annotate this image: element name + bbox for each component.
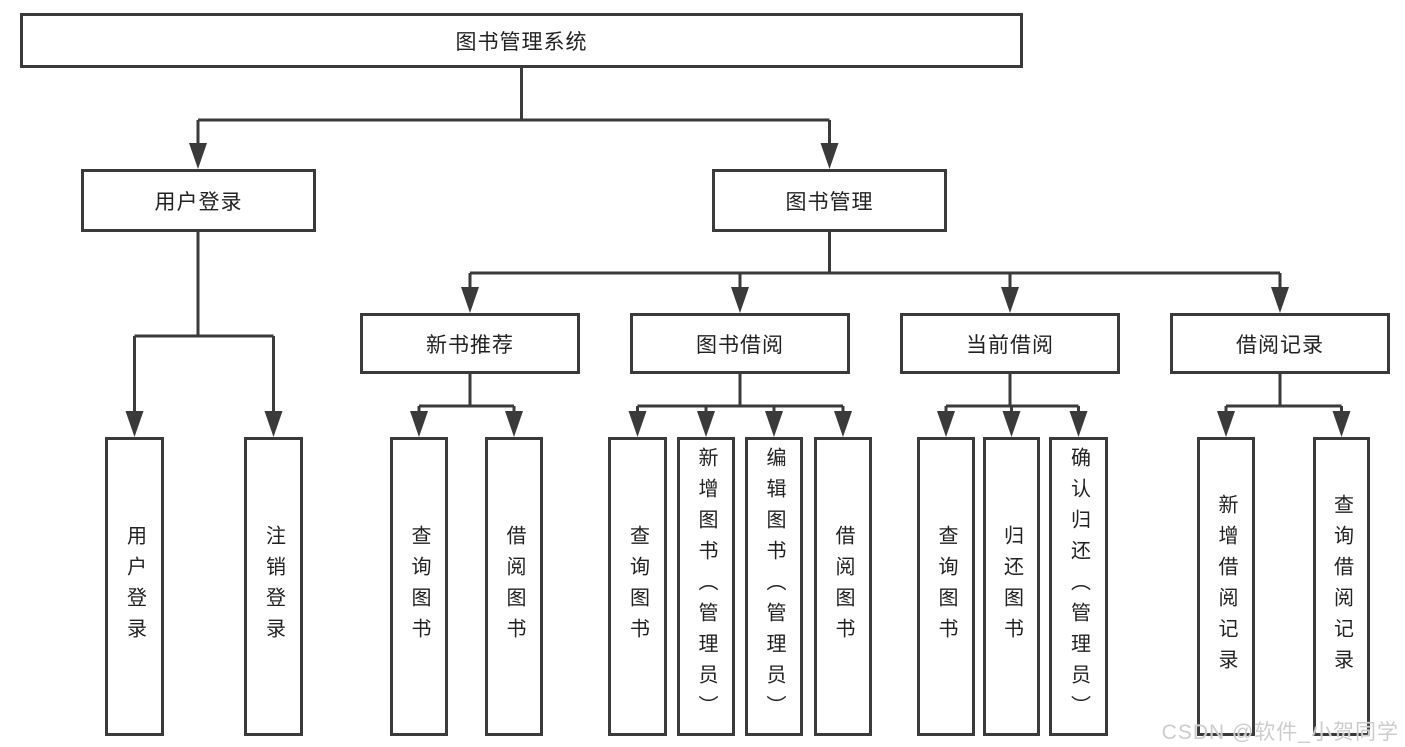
leaf-current-query-book: 查询图书 [917, 437, 975, 736]
leaf-current-confirm-return-admin: 确认归还（管理员） [1049, 437, 1108, 736]
leaf-borrow-query-book: 查询图书 [608, 437, 667, 736]
leaf-logout-login: 注销登录 [244, 437, 303, 736]
leaf-record-query-borrow-record: 查询借阅记录 [1313, 437, 1370, 736]
node-borrow-record: 借阅记录 [1170, 313, 1390, 374]
connector-new-book-recommend-to-leaves [410, 374, 523, 437]
connector-user-login-to-leaves [125, 232, 283, 437]
connector-current-borrow-to-leaves [937, 374, 1088, 437]
connector-book-borrow-to-leaves [628, 374, 852, 437]
csdn-watermark: CSDN @软件_小贺同学 [1161, 721, 1399, 744]
leaf-user-login: 用户登录 [105, 437, 164, 736]
node-current-borrow: 当前借阅 [900, 313, 1120, 374]
leaf-recommend-borrow-book: 借阅图书 [485, 437, 543, 736]
connector-root-to-level2 [189, 68, 839, 169]
leaf-borrow-edit-book-admin: 编辑图书（管理员） [745, 437, 803, 736]
connector-book-management-to-level3 [461, 232, 1289, 313]
node-root: 图书管理系统 [20, 13, 1023, 68]
node-user-login: 用户登录 [81, 169, 316, 232]
leaf-borrow-add-book-admin: 新增图书（管理员） [677, 437, 735, 736]
leaf-borrow-borrow-book: 借阅图书 [814, 437, 872, 736]
leaf-record-add-borrow-record: 新增借阅记录 [1197, 437, 1255, 736]
node-book-management: 图书管理 [712, 169, 947, 232]
leaf-current-return-book: 归还图书 [983, 437, 1040, 736]
node-new-book-recommend: 新书推荐 [360, 313, 580, 374]
leaf-recommend-query-book: 查询图书 [390, 437, 448, 736]
node-book-borrow: 图书借阅 [630, 313, 850, 374]
connector-borrow-record-to-leaves [1217, 374, 1351, 437]
